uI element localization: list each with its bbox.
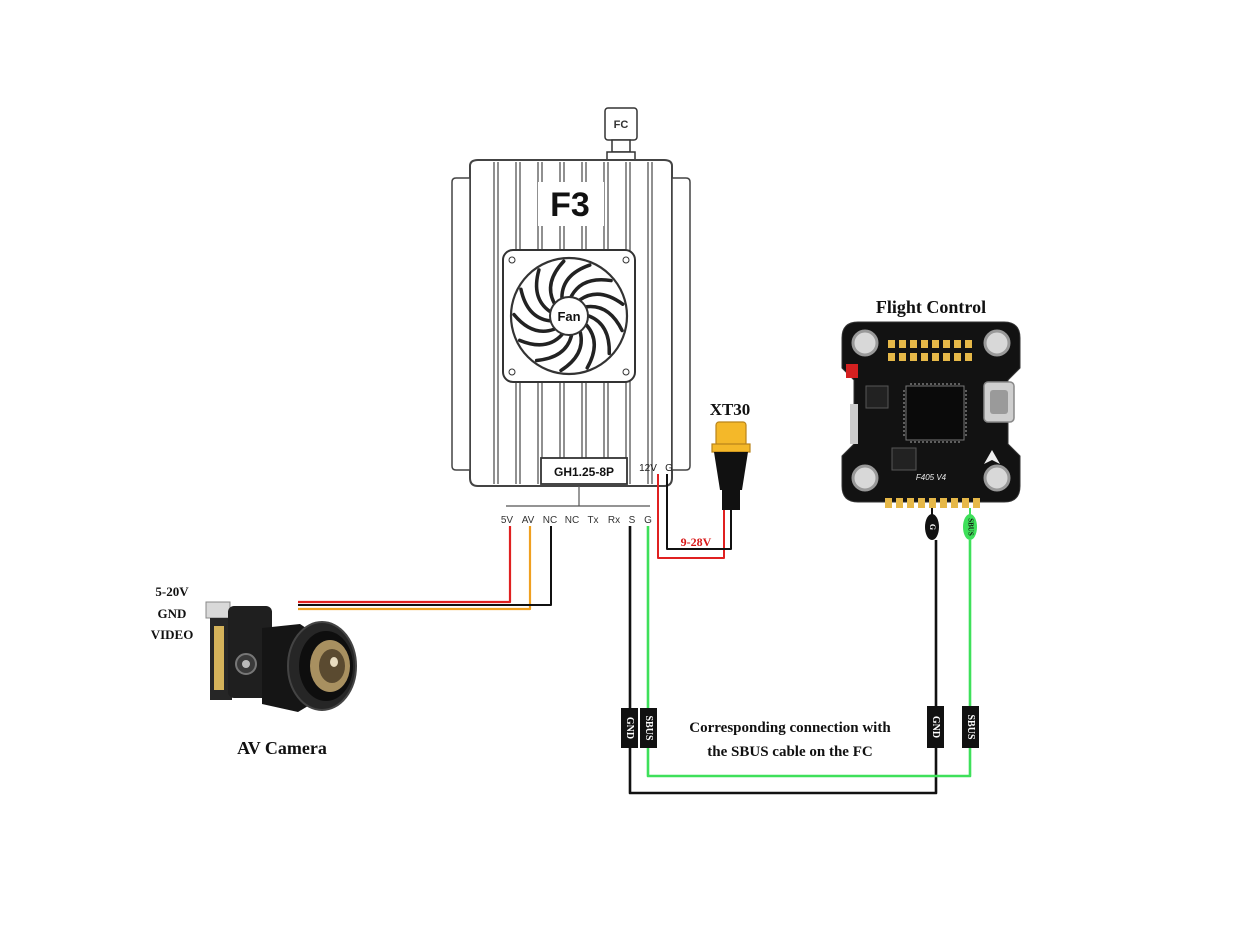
svg-text:GND: GND — [624, 717, 635, 739]
camera-wire-gnd — [298, 526, 552, 606]
fan-blade — [559, 330, 583, 373]
camera-wire-label-gnd: GND — [158, 606, 187, 621]
fan-blade — [578, 292, 625, 306]
pin-label: NC — [543, 515, 557, 526]
cable-tags: GND SBUS GND SBUS — [621, 706, 979, 748]
connector-box — [540, 457, 628, 485]
wires — [298, 474, 972, 795]
gnd-wire — [628, 526, 938, 795]
pin-label: G — [644, 515, 652, 526]
fc-pad-g — [925, 514, 939, 540]
mcu-pins — [903, 383, 967, 443]
device-title: F3 — [550, 186, 590, 224]
pin-label: 5V — [501, 515, 514, 526]
flight-controller: Flight Control — [841, 297, 1021, 540]
antenna-label: FC — [614, 119, 629, 131]
fan-blade — [560, 263, 592, 300]
connector-label: GH1.25-8P — [554, 465, 614, 479]
fan-blade — [517, 332, 564, 347]
fan-blade — [519, 287, 552, 323]
pin-label: AV — [522, 515, 535, 526]
pin-label: S — [629, 515, 636, 526]
camera-title: AV Camera — [237, 738, 327, 758]
fc-title: Flight Control — [876, 297, 986, 317]
fan-blade — [512, 312, 556, 334]
tag-right-sbus — [962, 706, 979, 748]
fc-bottom-pads — [885, 498, 980, 508]
pin-label: Rx — [608, 515, 620, 526]
tag-right-gnd — [927, 706, 944, 748]
power-wire-ground — [666, 474, 732, 550]
xt30-label: XT30 — [710, 400, 751, 419]
fan-blade — [584, 323, 597, 370]
fc-pad-g-label: G — [928, 524, 937, 530]
tag-left-gnd — [621, 708, 638, 748]
fan-blade — [569, 278, 613, 298]
power-pin-g: G — [665, 463, 673, 474]
fc-pad-sbus-label: SBUS — [966, 518, 974, 536]
fan-blade — [534, 268, 552, 313]
voltage-label: 9-28V — [681, 535, 712, 549]
tag-left-sbus — [640, 708, 657, 748]
fc-model: F405 V4 — [916, 473, 947, 482]
fc-pad-sbus — [963, 514, 977, 540]
sbus-wire — [646, 526, 972, 778]
fan-blade — [587, 314, 611, 356]
power-wire-positive — [657, 474, 725, 559]
xt30-connector: XT30 9-28V — [681, 400, 751, 549]
power-pin-12v: 12V — [639, 463, 657, 474]
svg-text:SBUS: SBUS — [643, 715, 654, 740]
fan-label: Fan — [557, 309, 580, 324]
camera-wire-label-power: 5-20V — [155, 584, 189, 599]
svg-text:GND: GND — [930, 716, 941, 738]
fan-blade — [534, 334, 574, 363]
vtx-device: FC F3 Fan GH1.25-8P — [451, 107, 691, 526]
fc-top-pads — [888, 340, 972, 361]
svg-text:SBUS: SBUS — [965, 714, 976, 739]
camera-wire-av — [298, 526, 532, 611]
pin-label: NC — [565, 515, 579, 526]
fan-blade — [584, 304, 624, 333]
note-line-2: the SBUS cable on the FC — [707, 744, 872, 760]
camera-wire-label-video: VIDEO — [151, 627, 194, 642]
note-line-1: Corresponding connection with — [689, 720, 891, 736]
pin-label: Tx — [587, 515, 598, 526]
av-camera: 5-20V GND VIDEO AV Camera — [151, 584, 357, 758]
fan-blade — [548, 259, 566, 305]
camera-wire-5v — [298, 526, 512, 604]
